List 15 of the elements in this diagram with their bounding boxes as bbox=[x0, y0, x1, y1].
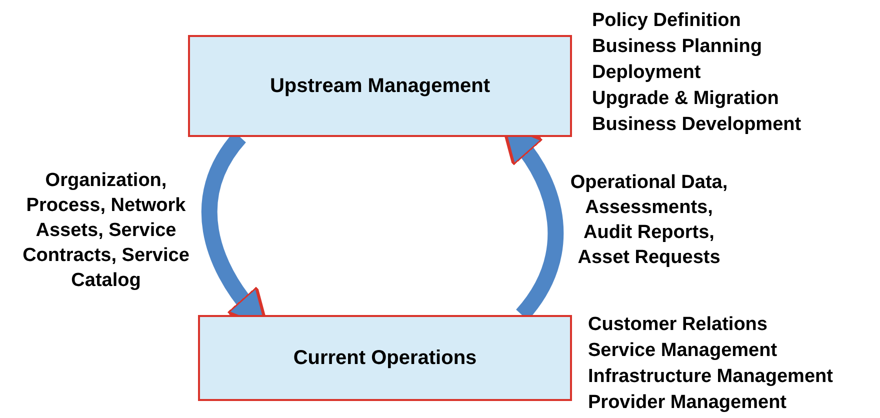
activity-label: Business Development bbox=[592, 113, 802, 137]
edge-label: Organization, Process, Network Assets, Service Contracts, Service Catalog bbox=[22, 169, 190, 293]
activity-label: Provider Management bbox=[588, 391, 788, 415]
box-title: Upstream Management bbox=[270, 74, 490, 99]
activity-label: Business Planning bbox=[592, 35, 763, 59]
activity-label: Service Management bbox=[588, 339, 778, 363]
activity-label: Customer Relations bbox=[588, 313, 768, 337]
process-box bbox=[198, 315, 572, 401]
box-title: Current Operations bbox=[293, 346, 477, 371]
activity-label: Deployment bbox=[592, 61, 702, 85]
activity-label: Upgrade & Migration bbox=[592, 87, 780, 111]
edge-label: Operational Data, Assessments, Audit Reports, Asset Requests bbox=[569, 171, 729, 270]
process-box bbox=[188, 35, 572, 137]
activity-label: Policy Definition bbox=[592, 9, 742, 33]
activity-label: Infrastructure Management bbox=[588, 365, 833, 389]
